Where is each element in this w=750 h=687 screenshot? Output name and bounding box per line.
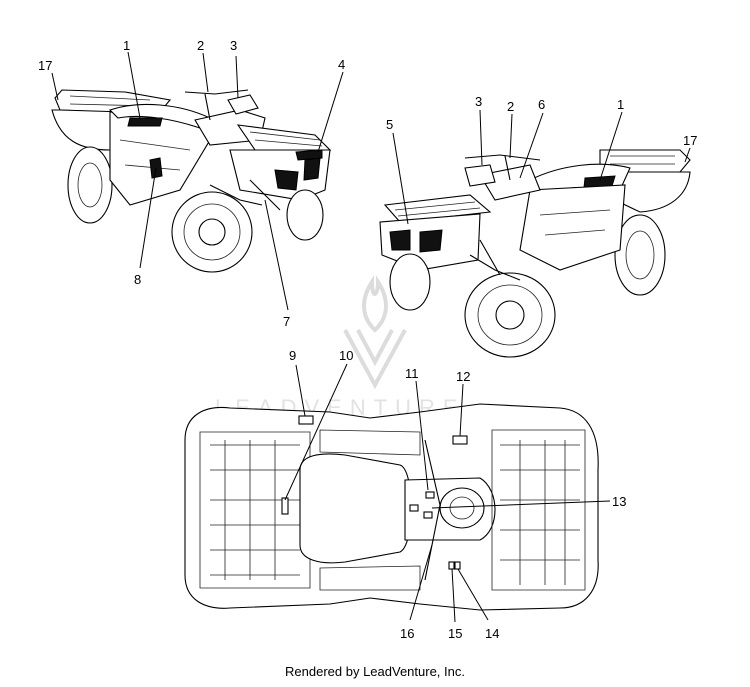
footer-credit: Rendered by LeadVenture, Inc. [285, 664, 465, 679]
atv-left-view [51, 89, 332, 273]
atv-right-view [379, 149, 691, 358]
callout-7-left: 7 [283, 314, 290, 329]
left-view-callouts: 17 1 2 3 4 8 7 [38, 38, 345, 329]
callout-4-left: 4 [338, 57, 345, 72]
top-view-callouts: 9 10 11 12 13 16 15 14 [284, 348, 626, 641]
callout-13-top: 13 [612, 494, 626, 509]
callout-10-top: 10 [339, 348, 353, 363]
callout-5-right: 5 [386, 117, 393, 132]
callout-11-top: 11 [405, 366, 419, 381]
callout-3-left: 3 [230, 38, 237, 53]
callout-8-left: 8 [134, 272, 141, 287]
right-view-callouts: 3 2 6 1 17 5 [386, 94, 697, 225]
callout-17-right: 17 [683, 133, 697, 148]
callout-1-right: 1 [617, 97, 624, 112]
callout-16-top: 16 [400, 626, 414, 641]
callout-12-top: 12 [456, 369, 470, 384]
callout-6-right: 6 [538, 97, 545, 112]
callout-9-top: 9 [289, 348, 296, 363]
callout-2-right: 2 [507, 99, 514, 114]
callout-3-right: 3 [475, 94, 482, 109]
callout-15-top: 15 [448, 626, 462, 641]
callout-14-top: 14 [485, 626, 499, 641]
callout-17-left: 17 [38, 58, 52, 73]
callout-1-left: 1 [123, 38, 130, 53]
callout-2-left: 2 [197, 38, 204, 53]
atv-top-view [184, 403, 599, 611]
